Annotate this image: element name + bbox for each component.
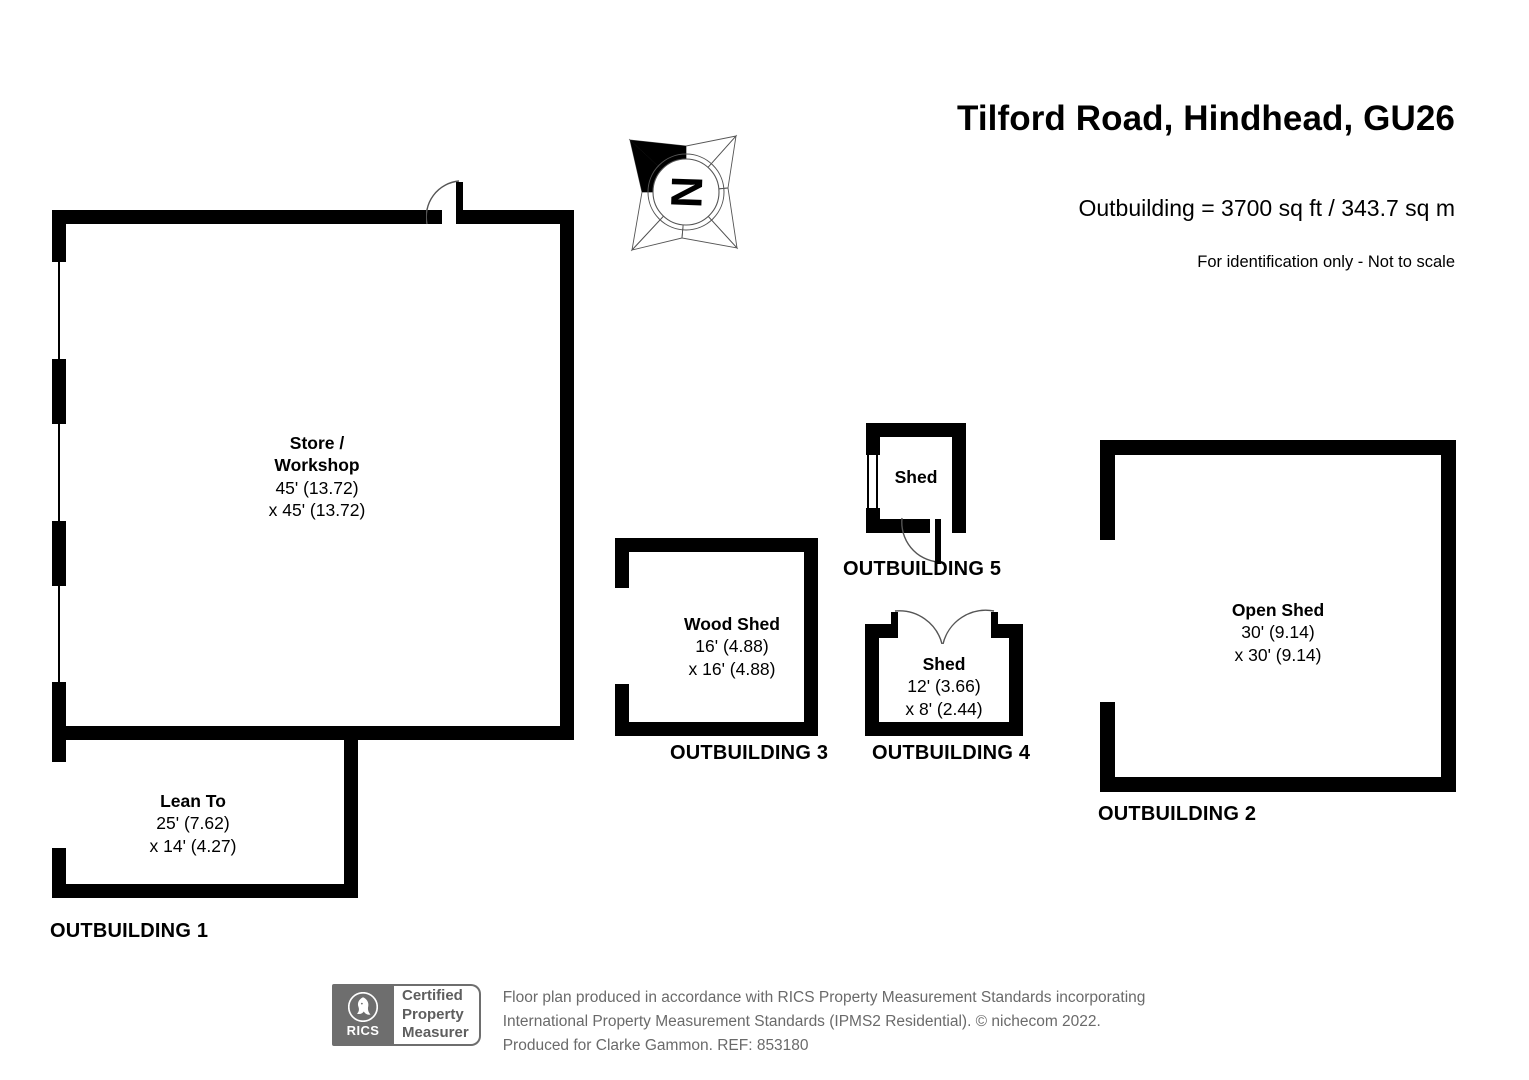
wall-shed4-bottom [865,722,1023,736]
room-name-open-shed: Open Shed [1231,600,1325,620]
wall-shed5-top [866,423,966,437]
footer-disclaimer-text: Floor plan produced in accordance with R… [503,984,1146,1058]
door-swing-shed5 [901,517,939,563]
room-label-store-workshop: Store / Workshop 45' (13.72) x 45' (13.7… [182,432,452,522]
caption-outbuilding-3: OUTBUILDING 3 [670,742,829,764]
footer-text-line-1: Floor plan produced in accordance with R… [502,989,1146,1006]
room-dim-store-2: x 45' (13.72) [268,500,366,521]
opening-store-left-2 [58,424,60,521]
door-leaf-store-top [456,182,463,224]
wall-shed5-right [952,423,966,533]
door-leaf-shed5 [935,519,941,564]
caption-outbuilding-5: OUTBUILDING 5 [843,558,1002,580]
wall-store-left-pier-3 [52,521,66,586]
area-summary: Outbuilding = 3700 sq ft / 343.7 sq m [1078,194,1455,221]
wall-store-top-right [463,210,574,224]
wall-shed4-right [1009,624,1023,736]
room-dim-open-shed-1: 30' (9.14) [1241,622,1315,643]
footer-block: RICS Certified Property Measurer Floor p… [332,984,1145,1058]
rics-logo-mark: RICS [332,984,394,1046]
wall-woodshed-right [804,538,818,736]
room-name-shed-ob5: Shed [894,467,938,487]
door-swing-shed4-double [894,609,995,644]
room-dim-wood-shed-1: 16' (4.88) [695,636,769,657]
room-name-shed-ob4: Shed [922,654,966,674]
room-dim-store-1: 45' (13.72) [275,477,359,498]
svg-text:N: N [661,175,711,208]
wall-openshed-left-pier-bottom [1100,702,1115,792]
rics-badge-line-2: Property [402,1005,464,1023]
room-label-wood-shed: Wood Shed 16' (4.88) x 16' (4.88) [582,613,882,680]
room-dim-lean-to-2: x 14' (4.27) [149,835,237,856]
disclaimer-text: For identification only - Not to scale [1197,252,1455,271]
room-dim-shed-ob4-1: 12' (3.66) [907,676,981,697]
footer-text-line-2: International Property Measurement Stand… [502,1013,1101,1031]
room-label-shed-ob4: Shed 12' (3.66) x 8' (2.44) [794,653,1094,720]
wall-store-left-pier-1 [52,210,66,262]
window-shed5-line-outer [867,455,869,508]
rics-wordmark: RICS [346,1023,380,1038]
wall-openshed-bottom [1100,777,1456,792]
wall-shed5-left-upper [866,423,880,455]
room-dim-shed-ob4-2: x 8' (2.44) [905,698,983,719]
wall-openshed-top [1100,440,1456,455]
room-dim-lean-to-1: 25' (7.62) [156,813,230,834]
room-label-open-shed: Open Shed 30' (9.14) x 30' (9.14) [1128,599,1428,666]
room-label-shed-ob5: Shed [836,466,996,488]
door-swing-store-top [426,180,460,225]
rics-badge-line-1: Certified [402,986,463,1004]
wall-woodshed-top [615,538,818,552]
compass-rose-icon: N [624,126,748,258]
wall-woodshed-left-pier-bottom [615,684,629,736]
wall-leanto-right [344,726,358,898]
rics-badge-line-3: Measurer [402,1024,469,1042]
caption-outbuilding-1: OUTBUILDING 1 [50,920,209,942]
room-name-store: Store / [289,433,345,453]
wall-shed4-left [865,624,879,736]
rics-badge-text: Certified Property Measurer [394,984,481,1046]
opening-store-left-1 [58,262,60,359]
page-title: Tilford Road, Hindhead, GU26 [956,99,1455,138]
room-dim-wood-shed-2: x 16' (4.88) [688,658,776,679]
room-label-lean-to: Lean To 25' (7.62) x 14' (4.27) [58,790,328,857]
room-name-workshop: Workshop [274,455,360,476]
wall-store-bottom [66,726,574,740]
door-jamb-shed4-left [891,612,898,638]
wall-openshed-left-pier-top [1100,440,1115,540]
wall-shed5-bottom [866,519,930,533]
window-shed5-line-inner [876,455,878,508]
room-name-lean-to: Lean To [160,791,226,811]
wall-store-top-left [52,210,442,224]
wall-woodshed-left-pier-top [615,538,629,588]
wall-store-right [560,210,574,740]
rics-lion-icon [348,992,378,1022]
opening-store-left-3 [58,586,60,682]
wall-woodshed-bottom [615,722,818,736]
wall-openshed-right [1441,440,1456,792]
footer-text-line-3: Produced for Clarke Gammon. REF: 853180 [502,1037,809,1055]
wall-store-left-pier-2 [52,359,66,424]
wall-leanto-left-pier [52,848,66,898]
door-jamb-shed4-right [991,612,998,638]
rics-certified-badge: RICS Certified Property Measurer [332,984,481,1046]
room-name-wood-shed: Wood Shed [684,614,780,634]
wall-leanto-bottom [52,884,358,898]
caption-outbuilding-2: OUTBUILDING 2 [1098,803,1257,825]
room-dim-open-shed-2: x 30' (9.14) [1234,644,1322,665]
caption-outbuilding-4: OUTBUILDING 4 [872,742,1031,764]
header-block: Tilford Road, Hindhead, GU26 Outbuilding… [855,99,1455,272]
wall-store-left-pier-4 [52,682,66,762]
